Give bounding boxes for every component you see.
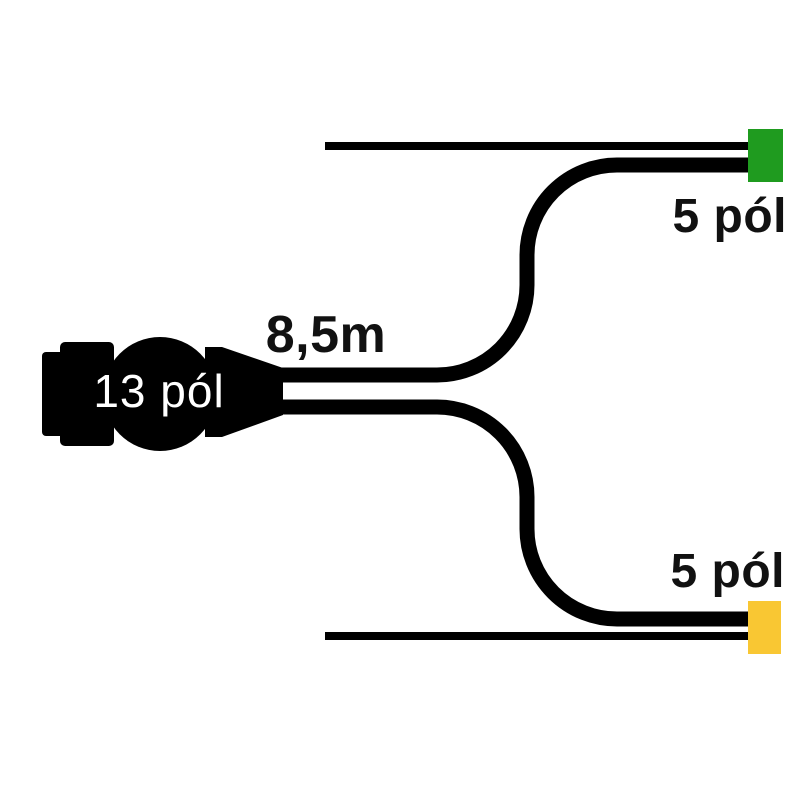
top-branch-label: 5 pól	[672, 190, 787, 243]
connector-body-step	[60, 342, 114, 446]
13-pin-connector-icon	[42, 337, 283, 451]
5-pin-connector-yellow-icon	[748, 601, 781, 654]
connector-end-cap	[42, 352, 64, 436]
cable-branch-top	[280, 157, 748, 383]
connector-taper	[205, 347, 283, 437]
cable-branch-bottom	[280, 399, 748, 627]
cable-length-label: 8,5m	[266, 306, 387, 364]
bottom-branch-label: 5 pól	[670, 545, 785, 598]
connector-bulge	[103, 337, 217, 451]
main-connector-label: 13 pól	[93, 365, 224, 417]
5-pin-connector-green-icon	[748, 129, 783, 182]
